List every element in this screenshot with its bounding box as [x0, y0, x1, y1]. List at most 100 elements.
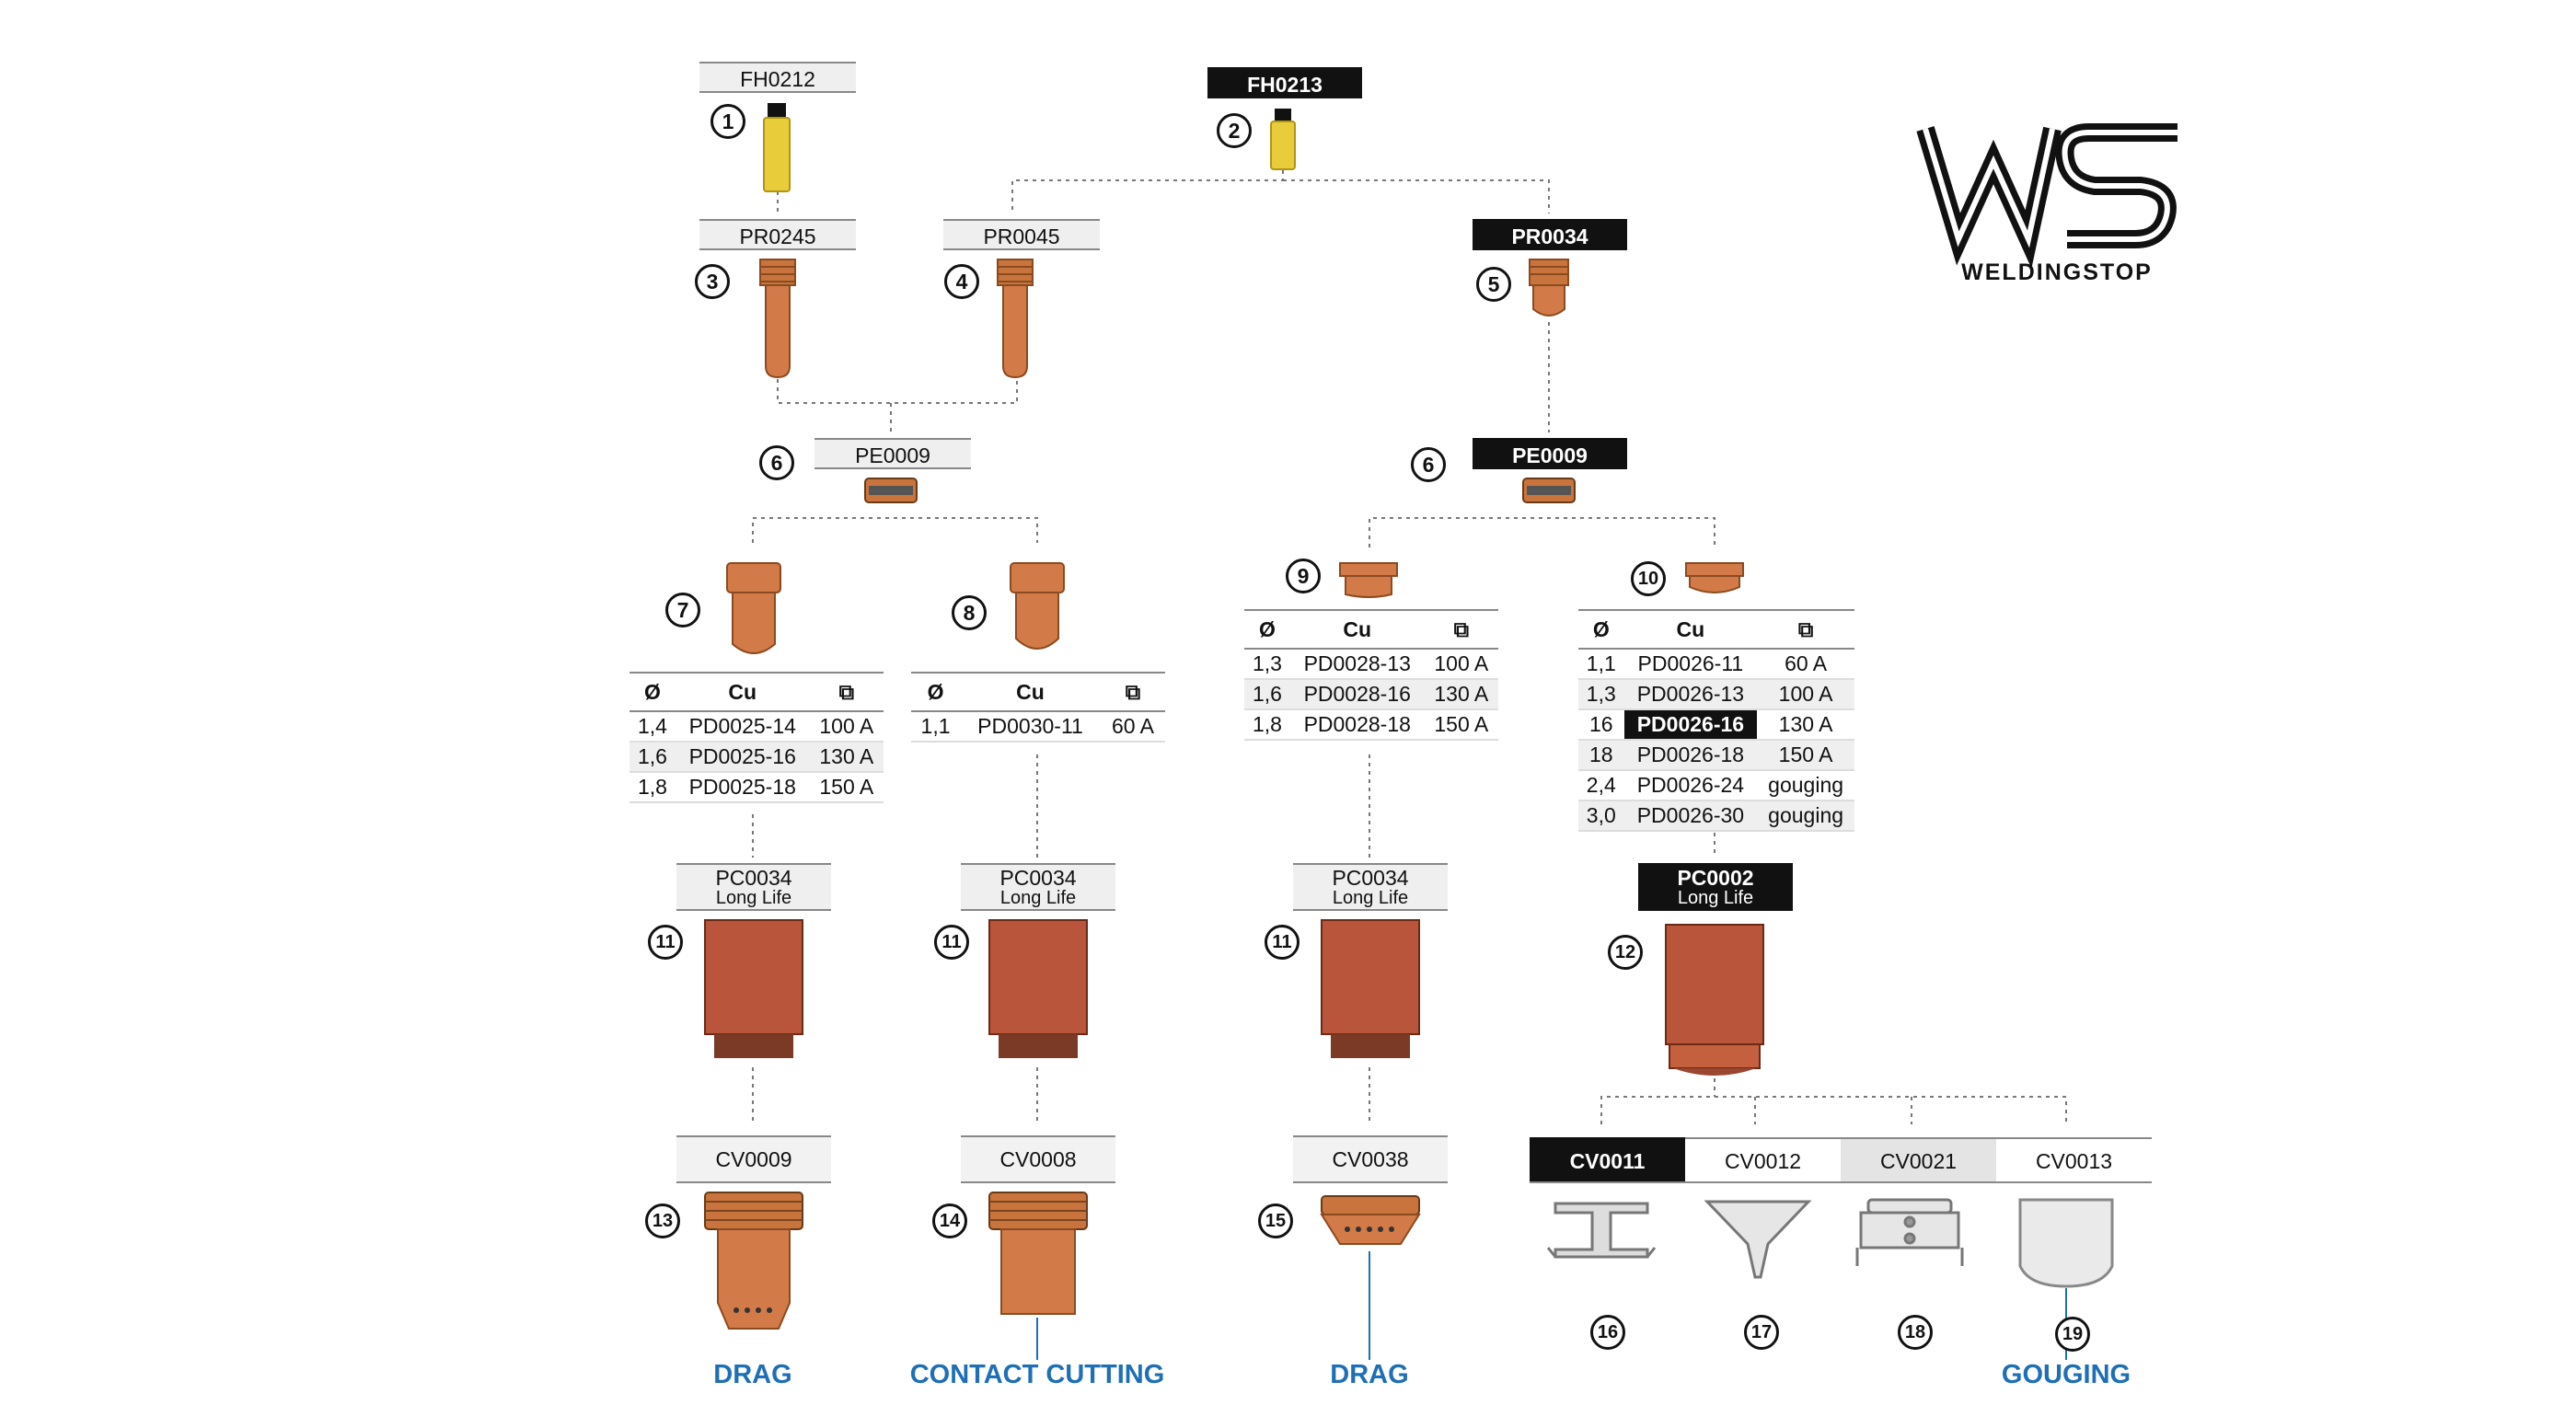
shield-cap-15-icon: [1320, 1195, 1421, 1245]
layers-icon: ⧉: [809, 672, 884, 712]
callout-11b: 11: [934, 925, 969, 960]
caption-contact-cutting: CONTACT CUTTING: [909, 1360, 1165, 1389]
tab-cv0012: CV0012: [1685, 1137, 1841, 1181]
retaining-cap-11c-icon: [1321, 919, 1420, 1058]
electrode-fh0212-icon: [763, 103, 791, 192]
retaining-cap-11b-icon: [988, 919, 1088, 1058]
callout-12: 12: [1608, 935, 1643, 970]
layers-icon: ⧉: [1100, 672, 1165, 712]
callout-19: 19: [2055, 1317, 2090, 1352]
layers-icon: ⧉: [1424, 609, 1498, 650]
electrode-pr0245-icon: [759, 259, 796, 379]
label-fh0212: FH0212: [699, 62, 856, 93]
label-pr0045: PR0045: [943, 219, 1100, 250]
callout-17: 17: [1744, 1315, 1779, 1350]
label-cv0008: CV0008: [961, 1135, 1115, 1183]
label-pe0009-right: PE0009: [1473, 438, 1627, 469]
callout-15: 15: [1258, 1203, 1293, 1238]
label-cv0009: CV0009: [676, 1135, 831, 1183]
standoff-guide-17-icon: [1704, 1200, 1812, 1279]
caption-drag-1: DRAG: [713, 1360, 792, 1389]
callout-11c: 11: [1265, 925, 1300, 960]
nozzle-10-icon: [1685, 562, 1744, 593]
cutting-guide-16-icon: [1546, 1202, 1657, 1259]
label-fh0213: FH0213: [1207, 67, 1362, 98]
callout-8: 8: [952, 595, 987, 630]
layers-icon: ⧉: [1757, 609, 1854, 650]
tab-cv0011: CV0011: [1530, 1137, 1685, 1181]
callout-2: 2: [1217, 113, 1252, 148]
label-pe0009-left: PE0009: [814, 438, 971, 469]
col-material: Cu: [675, 672, 810, 712]
callout-7: 7: [665, 593, 700, 628]
nozzle-7-icon: [726, 562, 781, 654]
tab-cv0013: CV0013: [1996, 1137, 2152, 1181]
label-pr0034: PR0034: [1473, 219, 1627, 250]
electrode-pr0034-icon: [1529, 259, 1569, 317]
col-material: Cu: [1289, 609, 1425, 650]
callout-16: 16: [1590, 1315, 1625, 1350]
callout-10: 10: [1631, 561, 1666, 596]
shield-cap-14-icon: [988, 1192, 1088, 1315]
caption-gouging: GOUGING: [2001, 1360, 2131, 1389]
label-cv0038: CV0038: [1293, 1135, 1448, 1183]
tab-cv0021: CV0021: [1841, 1137, 1996, 1181]
brand-name: WELDINGSTOP: [1961, 259, 2153, 285]
electrode-fh0213-icon: [1270, 109, 1296, 170]
callout-13: 13: [645, 1203, 680, 1238]
electrode-pr0045-icon: [997, 259, 1034, 379]
accessory-tabs: CV0011 CV0012 CV0021 CV0013: [1530, 1137, 2152, 1183]
retaining-cap-11a-icon: [704, 919, 803, 1058]
nozzle-9-icon: [1339, 562, 1398, 598]
callout-6a: 6: [759, 445, 794, 480]
label-pr0245: PR0245: [699, 219, 856, 250]
callout-3: 3: [695, 264, 730, 299]
callout-9: 9: [1286, 559, 1321, 593]
callout-5: 5: [1476, 267, 1511, 302]
shield-cap-13-icon: [704, 1192, 803, 1330]
col-material: Cu: [960, 672, 1101, 712]
callout-14: 14: [932, 1203, 967, 1238]
weldingstop-logo: [1916, 123, 2177, 269]
caption-drag-2: DRAG: [1330, 1360, 1409, 1389]
callout-6b: 6: [1411, 447, 1446, 482]
callout-11a: 11: [648, 925, 683, 960]
col-material: Cu: [1623, 609, 1758, 650]
col-diameter: Ø: [911, 672, 961, 712]
callout-18: 18: [1898, 1315, 1933, 1350]
col-diameter: Ø: [630, 672, 676, 712]
nozzle-8-icon: [1010, 562, 1065, 650]
callout-4: 4: [944, 264, 979, 299]
swirl-ring-right-icon: [1522, 478, 1576, 503]
gouging-shield-19-icon: [2018, 1198, 2114, 1288]
swirl-ring-left-icon: [864, 478, 918, 503]
retaining-cap-12-icon: [1665, 924, 1764, 1076]
circle-guide-18-icon: [1855, 1198, 1964, 1266]
col-diameter: Ø: [1578, 609, 1624, 650]
col-diameter: Ø: [1244, 609, 1290, 650]
callout-1: 1: [710, 104, 745, 139]
